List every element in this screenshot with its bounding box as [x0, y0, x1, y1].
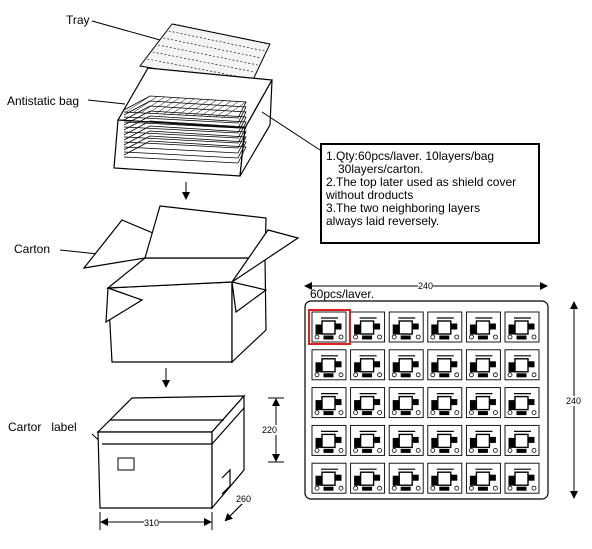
closed-carton-drawing — [96, 394, 246, 510]
tray-pocket — [311, 387, 347, 419]
tray-pocket — [427, 349, 463, 381]
tray-pocket — [504, 387, 540, 419]
note-line-2: 30layers/carton. — [338, 162, 424, 176]
packing-notes: 1.Qty:60pcs/laver. 10layers/bag 30layers… — [320, 143, 540, 244]
note-line-6: always laid reversely. — [326, 214, 440, 228]
note-line-4: without droducts — [326, 188, 414, 202]
tray-pocket — [504, 311, 540, 343]
note-line-5: 3.The two neighboring layers — [326, 201, 481, 215]
carton-height-label: 220 — [262, 425, 278, 435]
tray-pocket — [311, 349, 347, 381]
carton-label: Carton — [14, 242, 51, 256]
tray-layout-frame — [304, 300, 549, 500]
tray-pocket — [465, 387, 501, 419]
tray-pocket — [350, 311, 386, 343]
tray-pocket — [465, 349, 501, 381]
note-line-1: 1.Qty:60pcs/laver. 10layers/bag — [326, 149, 495, 163]
tray-pocket — [311, 424, 347, 456]
tray-pocket — [504, 462, 540, 494]
tray-layout-title: 60pcs/laver. — [310, 287, 375, 301]
tray-pocket — [465, 462, 501, 494]
tray-pocket — [311, 311, 347, 343]
open-carton-drawing — [82, 205, 300, 364]
tray-pocket — [427, 424, 463, 456]
tray-leader — [91, 20, 161, 41]
tray-pocket — [504, 424, 540, 456]
tray-pocket — [427, 311, 463, 343]
tray-pocket — [427, 462, 463, 494]
tray-pocket — [388, 462, 424, 494]
carton-label-box — [117, 457, 135, 471]
tray-pocket — [350, 387, 386, 419]
tray-height-label: 240 — [566, 396, 582, 406]
tray-pocket — [388, 311, 424, 343]
tray-pocket — [388, 387, 424, 419]
carton-width-label: 310 — [144, 518, 160, 528]
highlighted-cell — [308, 309, 351, 345]
tray-label: Tray — [66, 13, 90, 27]
tray-pocket — [388, 349, 424, 381]
tray-width-label: 240 — [418, 281, 434, 291]
tray-pocket — [465, 311, 501, 343]
tray-pocket — [504, 349, 540, 381]
carton-label-text: Cartor label — [8, 420, 77, 434]
tray-pocket — [350, 424, 386, 456]
tray-layout — [304, 282, 578, 500]
note-line-3: 2.The top later used as shield cover — [326, 175, 517, 189]
tray-pocket — [388, 424, 424, 456]
carton-depth-label: 260 — [236, 494, 252, 504]
tray-pocket — [311, 462, 347, 494]
tray-pocket — [350, 462, 386, 494]
tray-pocket — [427, 387, 463, 419]
antistatic-bag-label: Antistatic bag — [7, 94, 80, 108]
notes-leader — [261, 111, 321, 151]
tray-pocket — [350, 349, 386, 381]
tray-pocket — [465, 424, 501, 456]
carton-leader — [59, 249, 99, 255]
bag-leader — [87, 99, 126, 105]
antistatic-bag-drawing — [113, 67, 273, 177]
